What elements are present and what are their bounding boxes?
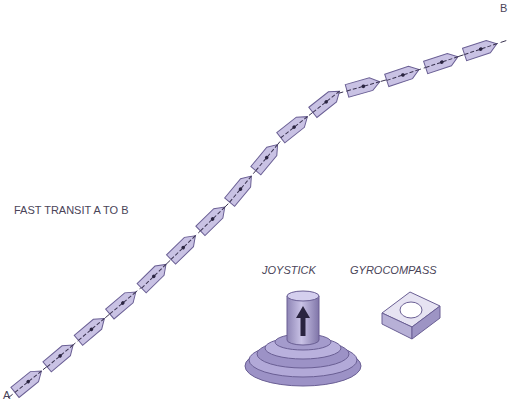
vessel-icon [43, 340, 77, 372]
vessel-track [8, 38, 508, 398]
vessel-icon [106, 287, 140, 319]
gyrocompass-symbol [382, 292, 440, 339]
vessel-icon [385, 63, 421, 86]
vessel-icon [424, 51, 460, 74]
vessel-icon [11, 366, 46, 397]
vessel-icon [309, 86, 344, 117]
track-line [8, 40, 508, 398]
end-point-label: B [500, 2, 507, 15]
gyrocompass-label: GYROCOMPASS [350, 264, 437, 277]
vessel-icon [225, 172, 257, 206]
vessel-icon [137, 260, 170, 293]
vessel-icon [196, 202, 229, 235]
vessel-icon [463, 38, 499, 61]
vessel-icon [166, 231, 199, 264]
vessel-icon [251, 140, 283, 174]
joystick-label: JOYSTICK [262, 264, 316, 277]
joystick-symbol [245, 291, 361, 386]
vessel-icon [345, 75, 381, 97]
vessel-icon [277, 112, 312, 143]
vessel-icon [74, 313, 108, 345]
start-point-label: A [3, 389, 10, 402]
route-title: FAST TRANSIT A TO B [14, 204, 129, 217]
